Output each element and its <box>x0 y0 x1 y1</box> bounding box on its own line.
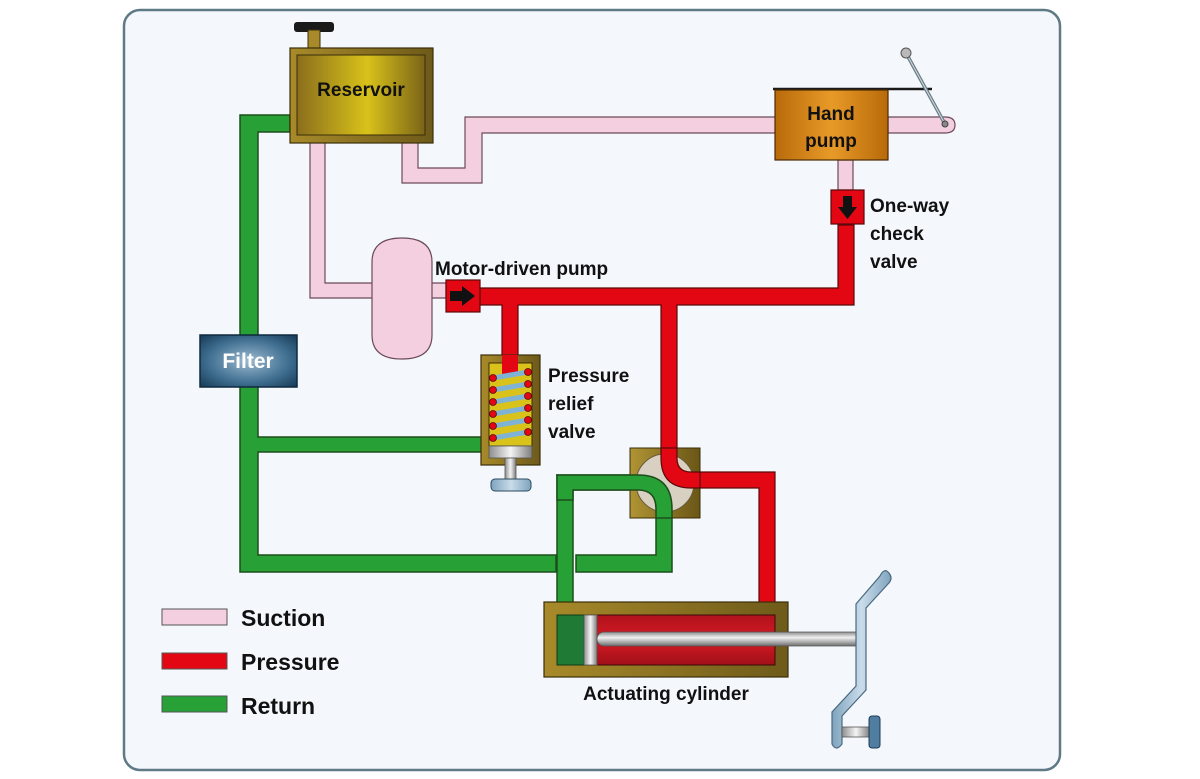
filter: Filter <box>199 334 298 388</box>
legend-swatch-pressure <box>161 652 228 670</box>
return-line-main <box>239 114 557 573</box>
relief-valve-label-line1: Pressure <box>548 366 629 387</box>
check-valve-label-line1: One-way <box>870 196 950 217</box>
legend-swatch-suction <box>161 608 228 626</box>
actuated-linkage <box>831 570 892 749</box>
relief-valve-label-line2: relief <box>548 394 594 415</box>
suction-line-hand-pump-lever <box>887 116 956 134</box>
one-way-check-valve: One-way check valve <box>830 189 950 273</box>
check-valve-label-line2: check <box>870 224 924 245</box>
motor-driven-pump: Motor-driven pump <box>435 259 608 313</box>
hand-pump-label-line1: Hand <box>807 104 855 125</box>
relief-valve-spring <box>489 368 532 442</box>
relief-valve-adjust-knob[interactable] <box>490 478 532 492</box>
legend-swatch-return <box>161 695 228 713</box>
legend-label-pressure: Pressure <box>241 649 339 675</box>
diagram-panel <box>122 8 1062 772</box>
pressure-relief-valve: Pressure relief valve <box>480 354 629 492</box>
legend-item-pressure: Pressure <box>161 649 339 675</box>
reservoir-label: Reservoir <box>317 80 405 101</box>
legend-item-return: Return <box>161 693 315 719</box>
actuating-cylinder-label: Actuating cylinder <box>583 684 749 705</box>
check-valve-label-line3: valve <box>870 252 918 273</box>
suction-line-hand-pump-out <box>837 159 854 191</box>
selector-valve <box>556 447 701 519</box>
filter-label: Filter <box>222 350 273 373</box>
legend-label-return: Return <box>241 693 315 719</box>
hand-pump: Hand pump <box>773 47 949 161</box>
legend: Suction Pressure Return <box>161 605 339 719</box>
motor-driven-pump-body <box>371 237 433 360</box>
down-arrow-icon <box>838 196 857 219</box>
reservoir: Reservoir <box>289 22 434 144</box>
legend-label-suction: Suction <box>241 605 325 631</box>
relief-valve-label-line3: valve <box>548 422 596 443</box>
cylinder-piston-rod <box>596 631 866 647</box>
motor-driven-pump-label: Motor-driven pump <box>435 259 608 280</box>
legend-item-suction: Suction <box>161 605 325 631</box>
actuating-cylinder: Actuating cylinder <box>543 601 866 705</box>
hand-pump-label-line2: pump <box>805 131 857 152</box>
right-arrow-icon <box>450 286 475 306</box>
